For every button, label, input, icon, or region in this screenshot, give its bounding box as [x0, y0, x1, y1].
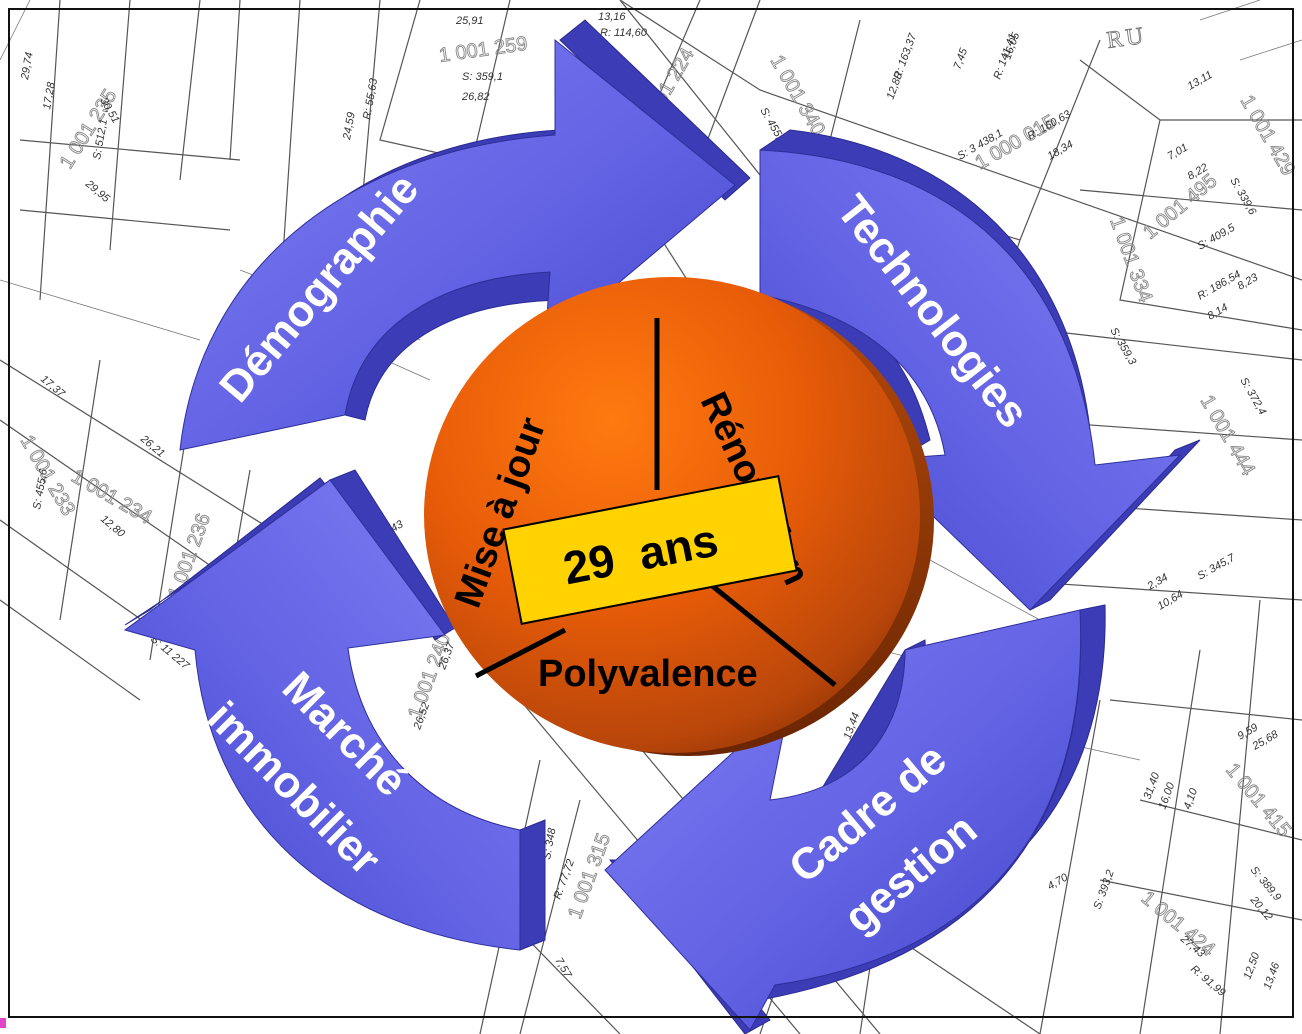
- central-disc: Mise à jour Rénovation Polyvalence 29 an…: [424, 277, 934, 756]
- dimension-annotation: 7,45: [952, 46, 971, 71]
- dimension-annotation: 12,80: [98, 513, 127, 540]
- dimension-annotation: S: 409,5: [1196, 221, 1238, 252]
- dimension-annotation: 10,64: [1156, 588, 1186, 612]
- lot-number: 1 001 429: [1236, 92, 1300, 180]
- lot-number: 1 001 259: [438, 33, 529, 67]
- dimension-annotation: R: 186,54: [1196, 268, 1243, 302]
- dimension-annotation: 4,70: [1046, 871, 1071, 893]
- dimension-annotation: R: 91,99: [1188, 963, 1228, 999]
- dimension-annotation: 8,14: [1206, 301, 1231, 322]
- dimension-annotation: 29,95: [82, 177, 112, 205]
- dimension-annotation: R: 114,60: [600, 27, 648, 39]
- street-name: RU: [1105, 23, 1148, 54]
- lot-number: 1 001 444: [1196, 392, 1260, 480]
- lot-number: 1 001 495: [1139, 170, 1221, 244]
- dimension-annotation: R: 141,41: [992, 32, 1020, 81]
- dimension-annotation: 25,91: [455, 15, 484, 27]
- dimension-annotation: 12,50: [1242, 950, 1263, 981]
- dimension-annotation: S: 359,1: [462, 71, 503, 83]
- dimension-annotation: 12,80: [885, 70, 906, 101]
- age-badge: 29 ans: [502, 474, 798, 626]
- dimension-annotation: 18,34: [1046, 138, 1076, 162]
- dimension-annotation: 4,10: [1182, 786, 1201, 811]
- sector-dividers: [474, 318, 837, 687]
- dimension-annotation: R: 55,63: [361, 77, 380, 121]
- dimension-annotation: 16,00: [1157, 780, 1178, 811]
- dimension-annotation: 13,16: [598, 11, 626, 23]
- dimension-annotation: 7,01: [1166, 141, 1191, 162]
- slide-frame: [8, 8, 1294, 1018]
- dimension-annotation: S: 348: [541, 826, 558, 860]
- dimension-annotation: S: 339,6: [1227, 176, 1258, 218]
- dimension-annotation: S: 359,3: [1107, 326, 1138, 368]
- dimension-annotation: 24,59: [341, 111, 358, 141]
- dimension-annotation: 26,21: [137, 432, 167, 460]
- dimension-annotation: 29,74: [19, 51, 36, 81]
- sector-label-polyvalence: Polyvalence: [538, 653, 758, 695]
- dimension-annotation: S: 345,7: [1196, 551, 1238, 582]
- corner-mark: [0, 1018, 6, 1028]
- lot-number: 1 001 235: [56, 86, 122, 173]
- dimension-annotation: 17,28: [41, 80, 58, 110]
- dimension-annotation: S: 372,4: [1237, 376, 1268, 417]
- dimension-annotation: 26,82: [461, 91, 490, 103]
- dimension-annotation: S: 393,2: [1092, 868, 1117, 911]
- dimension-annotation: 13,11: [1186, 69, 1215, 93]
- dimension-annotation: 13,46: [1262, 960, 1283, 991]
